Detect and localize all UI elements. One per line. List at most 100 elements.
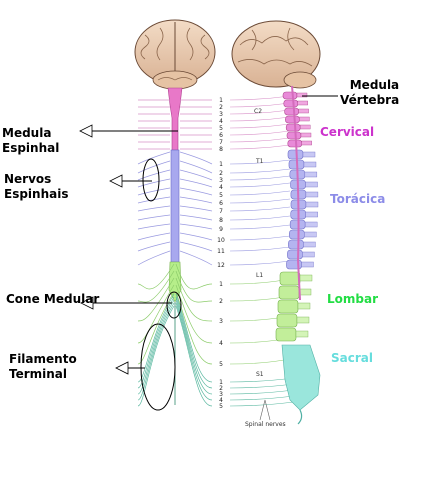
nerve-right-thoracic-12 <box>179 250 213 266</box>
nerve-number-thoracic-2: 2 <box>219 170 223 177</box>
nerve-number-cervical-3: 3 <box>219 111 223 118</box>
vertebra-thoracic-10 <box>288 239 304 250</box>
side-nerve-cervical-7 <box>229 137 291 143</box>
label-nervos-espinhais-line2: Espinhais <box>4 187 69 201</box>
label-medula-vertebra: Medula Vértebra <box>340 78 399 108</box>
spinous-process-thoracic-5 <box>305 191 319 198</box>
annotation-lines <box>79 95 338 411</box>
nerve-left-lumbar-2 <box>137 270 175 303</box>
level-marker-s1: S1 <box>256 371 264 378</box>
nerve-left-thoracic-12 <box>137 250 171 266</box>
side-nerve-sacral-5 <box>229 401 295 407</box>
nerve-right-thoracic-3 <box>179 169 213 181</box>
spinous-process-cervical-2 <box>297 100 308 106</box>
nerve-right-thoracic-7 <box>179 205 213 212</box>
side-nerve-sacral-4 <box>229 395 295 401</box>
spinous-process-thoracic-6 <box>305 201 319 208</box>
nerve-left-thoracic-2 <box>137 160 171 174</box>
nerve-number-cervical-5: 5 <box>219 125 223 132</box>
nerve-number-lumbar-3: 3 <box>219 318 223 325</box>
side-nerve-lumbar-4 <box>229 338 285 344</box>
side-nerve-lumbar-1 <box>229 279 285 285</box>
nerve-number-sacral-1: 1 <box>219 379 223 386</box>
nerve-left-thoracic-8 <box>137 214 171 221</box>
spinous-process-thoracic-9 <box>304 231 317 238</box>
brain-front <box>134 19 216 90</box>
spinous-process-thoracic-7 <box>305 211 318 218</box>
vertebra-lumbar-2 <box>278 285 300 300</box>
vertebra-lumbar-5 <box>275 327 297 342</box>
nerve-number-thoracic-5: 5 <box>219 192 223 199</box>
nerve-left-thoracic-7 <box>137 205 171 212</box>
nerve-number-thoracic-4: 4 <box>219 184 223 191</box>
nerve-number-thoracic-9: 9 <box>219 226 223 233</box>
nerve-right-thoracic-2 <box>179 160 213 174</box>
side-nerve-sacral-3 <box>229 389 295 395</box>
vertebra-lumbar-3 <box>277 299 299 314</box>
spinous-process-cervical-6 <box>300 132 312 138</box>
spinous-process-thoracic-10 <box>303 241 316 248</box>
nerve-left-sacral-2 <box>137 296 175 389</box>
side-nerve-lumbar-5 <box>229 359 285 365</box>
label-medula-vertebra-line1: Medula <box>349 78 400 92</box>
region-label-cervical: Cervical <box>320 125 375 139</box>
vertebra-cervical-3 <box>284 107 299 116</box>
spinous-process-thoracic-2 <box>303 161 317 168</box>
label-cone-medular: Cone Medular <box>6 292 100 306</box>
vertebra-cervical-6 <box>286 131 302 140</box>
nerve-right-lumbar-4 <box>175 284 213 344</box>
side-nerve-cervical-5 <box>229 123 291 129</box>
side-nerve-thoracic-8 <box>229 215 291 221</box>
nerve-right-sacral-1 <box>175 293 213 383</box>
nerve-right-sacral-5 <box>175 305 213 407</box>
label-medula-vertebra-line2: Vértebra <box>340 93 400 107</box>
region-label-toracica: Torácica <box>330 192 386 206</box>
nerve-left-thoracic-6 <box>137 196 171 204</box>
nerve-right-lumbar-3 <box>175 277 213 322</box>
nerve-number-cervical-1: 1 <box>219 97 223 104</box>
vertebra-cervical-1 <box>282 91 298 100</box>
side-nerve-thoracic-5 <box>229 190 291 196</box>
side-nerve-thoracic-7 <box>229 206 291 212</box>
region-label-lombar: Lombar <box>327 292 378 306</box>
nerve-left-lumbar-3 <box>137 277 175 322</box>
nerve-number-thoracic-11: 11 <box>217 248 225 255</box>
label-filamento-terminal: Filamento Terminal <box>9 352 77 382</box>
nerve-left-thoracic-5 <box>137 187 171 196</box>
label-medula-espinhal-line2: Espinhal <box>2 141 60 155</box>
nerve-left-thoracic-11 <box>137 241 171 252</box>
vertebra-thoracic-11 <box>287 249 303 260</box>
label-nervos-espinhais-line1: Nervos <box>4 172 52 186</box>
nerve-right-thoracic-6 <box>179 196 213 204</box>
spinous-process-cervical-7 <box>301 140 312 146</box>
nerve-number-sacral-3: 3 <box>219 391 223 398</box>
vertebra-cervical-5 <box>285 123 301 132</box>
side-nerve-lumbar-2 <box>229 296 285 302</box>
nerve-number-thoracic-8: 8 <box>219 217 223 224</box>
nerve-right-thoracic-4 <box>179 178 213 188</box>
sacrum <box>281 344 321 411</box>
nerve-left-thoracic-4 <box>137 178 171 188</box>
nerve-left-sacral-3 <box>137 299 175 395</box>
side-nerve-thoracic-2 <box>229 168 291 174</box>
side-nerve-thoracic-11 <box>229 246 291 252</box>
side-nerve-cervical-2 <box>229 102 291 108</box>
nerve-number-thoracic-1: 1 <box>219 161 223 168</box>
side-nerve-cervical-6 <box>229 130 291 136</box>
nerve-right-thoracic-9 <box>179 223 213 230</box>
level-marker-l1: L1 <box>256 272 264 279</box>
nerve-right-lumbar-1 <box>175 263 213 290</box>
spinous-process-thoracic-11 <box>302 251 315 258</box>
nerve-right-sacral-3 <box>175 299 213 395</box>
spinal-nerves-caption: Spinal nerves <box>245 421 286 428</box>
nerve-number-cervical-8: 8 <box>219 146 223 153</box>
side-nerve-cervical-8 <box>229 144 291 150</box>
nerve-number-lumbar-4: 4 <box>219 340 223 347</box>
nerve-right-lumbar-2 <box>175 270 213 303</box>
side-nerve-thoracic-9 <box>229 224 291 230</box>
nerve-left-thoracic-9 <box>137 223 171 230</box>
nerve-number-lumbar-5: 5 <box>219 361 223 368</box>
side-nerve-thoracic-1 <box>229 159 291 165</box>
